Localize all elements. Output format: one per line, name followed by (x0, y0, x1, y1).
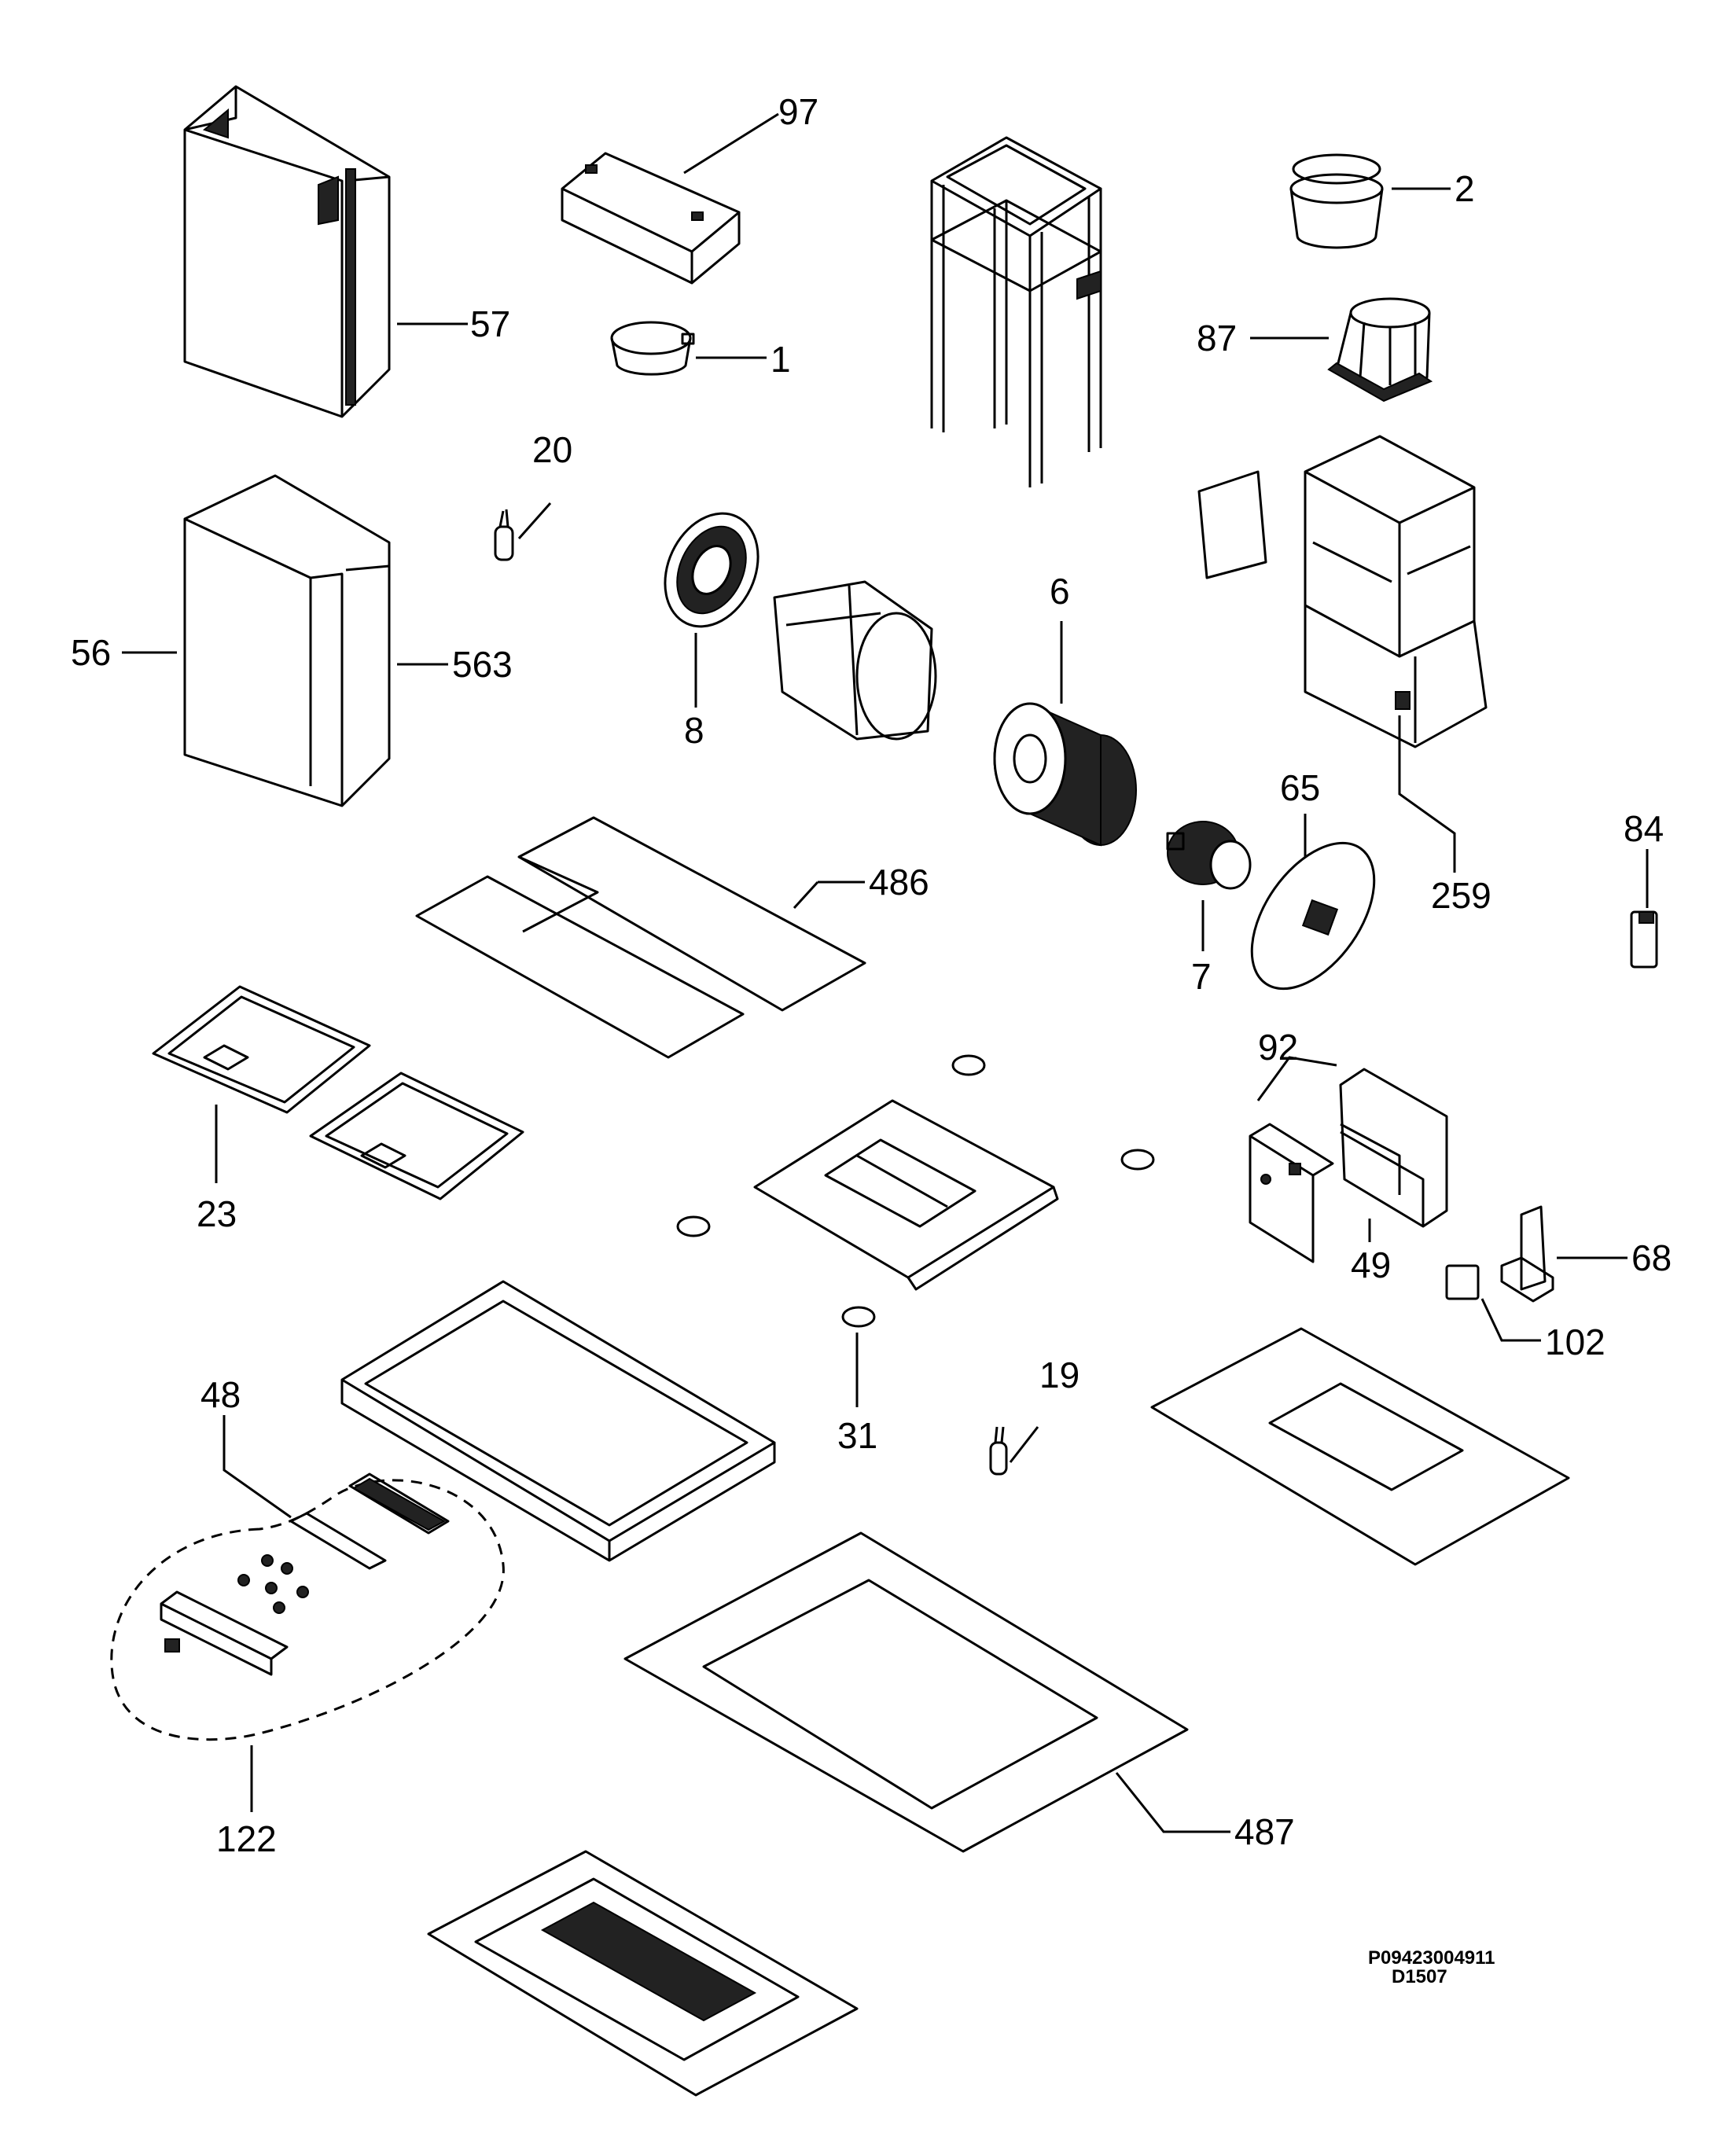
part-56-chimney-lower (183, 474, 391, 807)
label-259: 259 (1431, 875, 1491, 916)
part-87-adapter (1327, 297, 1433, 403)
part-65-motor-plate (1250, 841, 1376, 991)
drawing-code-line-2: D1507 (1392, 1966, 1447, 1987)
part-support-frame (930, 136, 1102, 487)
label-7: 7 (1191, 956, 1212, 997)
part-97-connector-box (561, 152, 741, 285)
part-1-ring (610, 321, 695, 376)
label-8: 8 (684, 710, 704, 751)
part-7-motor (1166, 821, 1252, 890)
label-23: 23 (197, 1193, 237, 1234)
part-bottom-tray (427, 1850, 859, 2097)
part-102-relay (1445, 1264, 1480, 1300)
part-68-bracket (1500, 1205, 1554, 1303)
label-87: 87 (1197, 318, 1237, 358)
part-84-switch (1630, 910, 1658, 969)
label-97: 97 (778, 91, 818, 132)
label-56: 56 (71, 632, 111, 673)
part-2-duct-collar (1289, 153, 1384, 249)
part-8-inlet-grid (664, 512, 760, 628)
part-blower-housing (773, 580, 937, 741)
label-48: 48 (200, 1374, 241, 1415)
label-57: 57 (470, 303, 510, 344)
part-23-grease-filters (152, 985, 524, 1200)
label-486: 486 (869, 862, 929, 903)
label-2: 2 (1455, 168, 1475, 209)
part-57-chimney-upper (183, 85, 391, 418)
part-487-glass-panel (623, 1531, 1189, 1853)
label-19: 19 (1039, 1355, 1079, 1395)
part-chassis-plate (753, 1099, 1059, 1291)
part-6-blower-wheel (993, 702, 1137, 847)
label-563: 563 (452, 644, 513, 685)
part-knobs (676, 1054, 1155, 1328)
label-92: 92 (1258, 1027, 1298, 1068)
label-20: 20 (532, 429, 572, 470)
part-hood-frame (340, 1280, 776, 1562)
label-49: 49 (1351, 1244, 1391, 1285)
part-19-capacitor (989, 1426, 1008, 1476)
label-122: 122 (216, 1818, 277, 1859)
drawing-code-line-1: P09423004911 (1368, 1947, 1495, 1969)
label-31: 31 (837, 1415, 877, 1456)
label-84: 84 (1624, 808, 1664, 849)
label-6: 6 (1050, 571, 1070, 612)
label-1: 1 (771, 339, 791, 380)
label-65: 65 (1280, 767, 1320, 808)
part-486-filter-pad (415, 816, 866, 1059)
label-102: 102 (1545, 1322, 1605, 1362)
label-68: 68 (1631, 1237, 1672, 1278)
part-259-motor-housing (1197, 435, 1488, 748)
part-20-capacitor (494, 509, 514, 561)
part-48-122-control-kit (110, 1472, 505, 1741)
label-487: 487 (1234, 1811, 1295, 1852)
part-gasket-plate (1150, 1327, 1570, 1566)
part-92-control-board (1249, 1068, 1448, 1263)
